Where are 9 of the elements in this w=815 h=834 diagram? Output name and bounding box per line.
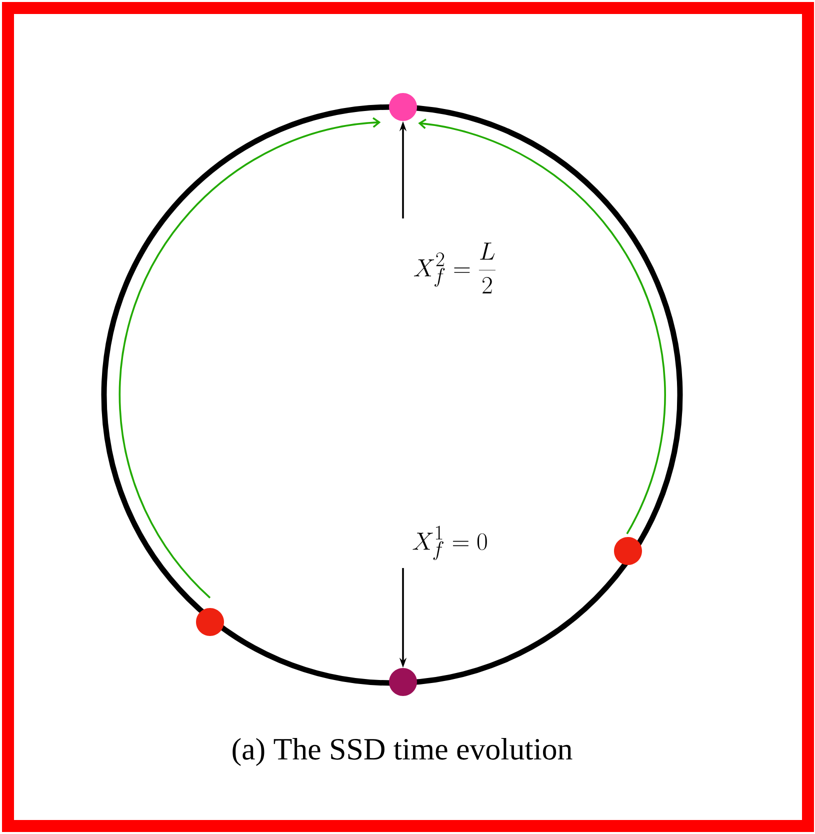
formula-label: $X_f^2 = \frac{L}{2}$ bbox=[414, 242, 496, 294]
dot bbox=[389, 668, 417, 696]
arc-arrow bbox=[119, 117, 381, 598]
caption: (a) The SSD time evolution bbox=[232, 738, 572, 766]
formula-label: $X_f^1 = 0$ bbox=[412, 526, 487, 560]
dot bbox=[196, 608, 224, 636]
dot bbox=[614, 537, 642, 565]
dot bbox=[389, 93, 417, 121]
arc-arrow bbox=[418, 118, 666, 534]
